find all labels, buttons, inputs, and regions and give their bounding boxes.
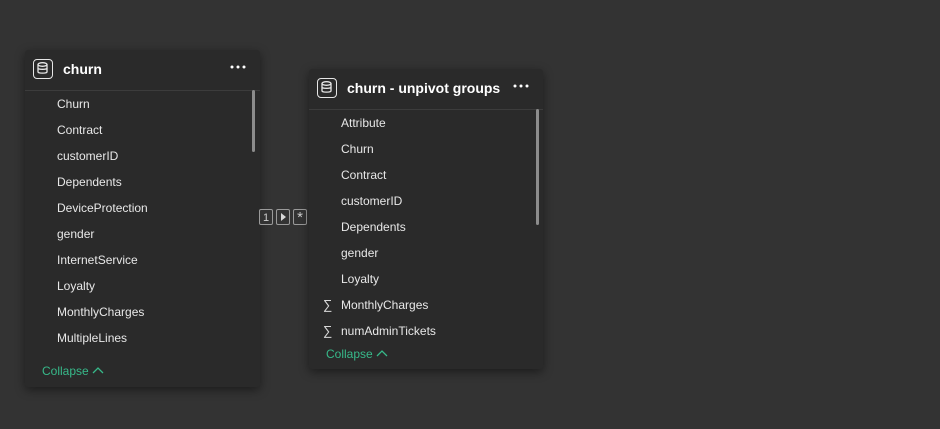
field-item[interactable]: Churn: [25, 91, 260, 117]
cardinality-one: 1: [259, 209, 273, 225]
table-title: churn: [63, 61, 102, 77]
field-item[interactable]: Dependents: [309, 214, 543, 240]
field-label: Loyalty: [341, 272, 380, 286]
field-item[interactable]: Attribute: [309, 110, 543, 136]
collapse-button[interactable]: Collapse: [42, 364, 104, 378]
field-label: gender: [341, 246, 379, 260]
field-label: numAdminTickets: [341, 324, 436, 338]
cardinality-many: *: [293, 209, 307, 226]
field-item[interactable]: Contract: [309, 162, 543, 188]
field-item[interactable]: MultipleLines: [25, 325, 260, 351]
field-label: InternetService: [57, 253, 138, 267]
field-label: Contract: [57, 123, 103, 137]
field-list: Churn Contract customerID Dependents Dev…: [25, 91, 260, 351]
field-item[interactable]: InternetService: [25, 247, 260, 273]
table-card-header[interactable]: churn - unpivot groups: [309, 69, 543, 110]
field-item[interactable]: gender: [25, 221, 260, 247]
table-card-churn-unpivot-groups[interactable]: churn - unpivot groups Attribute Churn C…: [309, 69, 543, 369]
field-label: Dependents: [57, 175, 122, 189]
field-item[interactable]: ∑ MonthlyCharges: [309, 292, 543, 318]
field-item[interactable]: Loyalty: [25, 273, 260, 299]
sigma-icon: ∑: [323, 323, 333, 338]
collapse-label: Collapse: [326, 347, 373, 361]
field-label: Churn: [57, 97, 90, 111]
collapse-label: Collapse: [42, 364, 89, 378]
collapse-button[interactable]: Collapse: [326, 347, 388, 361]
field-item[interactable]: customerID: [25, 143, 260, 169]
more-options-icon[interactable]: [513, 75, 531, 95]
field-label: Dependents: [341, 220, 406, 234]
field-label: customerID: [341, 194, 403, 208]
sigma-icon: ∑: [323, 297, 333, 312]
arrow-right-icon: [276, 209, 290, 225]
field-label: Contract: [341, 168, 387, 182]
table-title: churn - unpivot groups: [347, 80, 501, 96]
chevron-up-icon: [376, 350, 388, 357]
table-card-header[interactable]: churn: [25, 50, 260, 91]
field-item[interactable]: MonthlyCharges: [25, 299, 260, 325]
field-label: DeviceProtection: [57, 201, 148, 215]
field-label: MonthlyCharges: [341, 298, 429, 312]
field-label: MultipleLines: [57, 331, 128, 345]
more-options-icon[interactable]: [230, 56, 248, 76]
relationship-connector[interactable]: 1 *: [258, 209, 310, 227]
field-label: Churn: [341, 142, 374, 156]
table-icon: [317, 78, 337, 98]
field-label: MonthlyCharges: [57, 305, 145, 319]
field-item[interactable]: Churn: [309, 136, 543, 162]
scrollbar[interactable]: [252, 90, 255, 152]
field-item[interactable]: customerID: [309, 188, 543, 214]
scrollbar[interactable]: [536, 109, 539, 225]
field-item[interactable]: DeviceProtection: [25, 195, 260, 221]
field-label: gender: [57, 227, 95, 241]
field-list: Attribute Churn Contract customerID Depe…: [309, 110, 543, 344]
table-card-churn[interactable]: churn Churn Contract customerID Dependen…: [25, 50, 260, 387]
field-label: Attribute: [341, 116, 386, 130]
table-icon: [33, 59, 53, 79]
field-label: customerID: [57, 149, 119, 163]
chevron-up-icon: [92, 367, 104, 374]
field-item[interactable]: Loyalty: [309, 266, 543, 292]
field-item[interactable]: Dependents: [25, 169, 260, 195]
field-item[interactable]: ∑ numAdminTickets: [309, 318, 543, 344]
field-item[interactable]: gender: [309, 240, 543, 266]
field-label: Loyalty: [57, 279, 96, 293]
field-item[interactable]: Contract: [25, 117, 260, 143]
